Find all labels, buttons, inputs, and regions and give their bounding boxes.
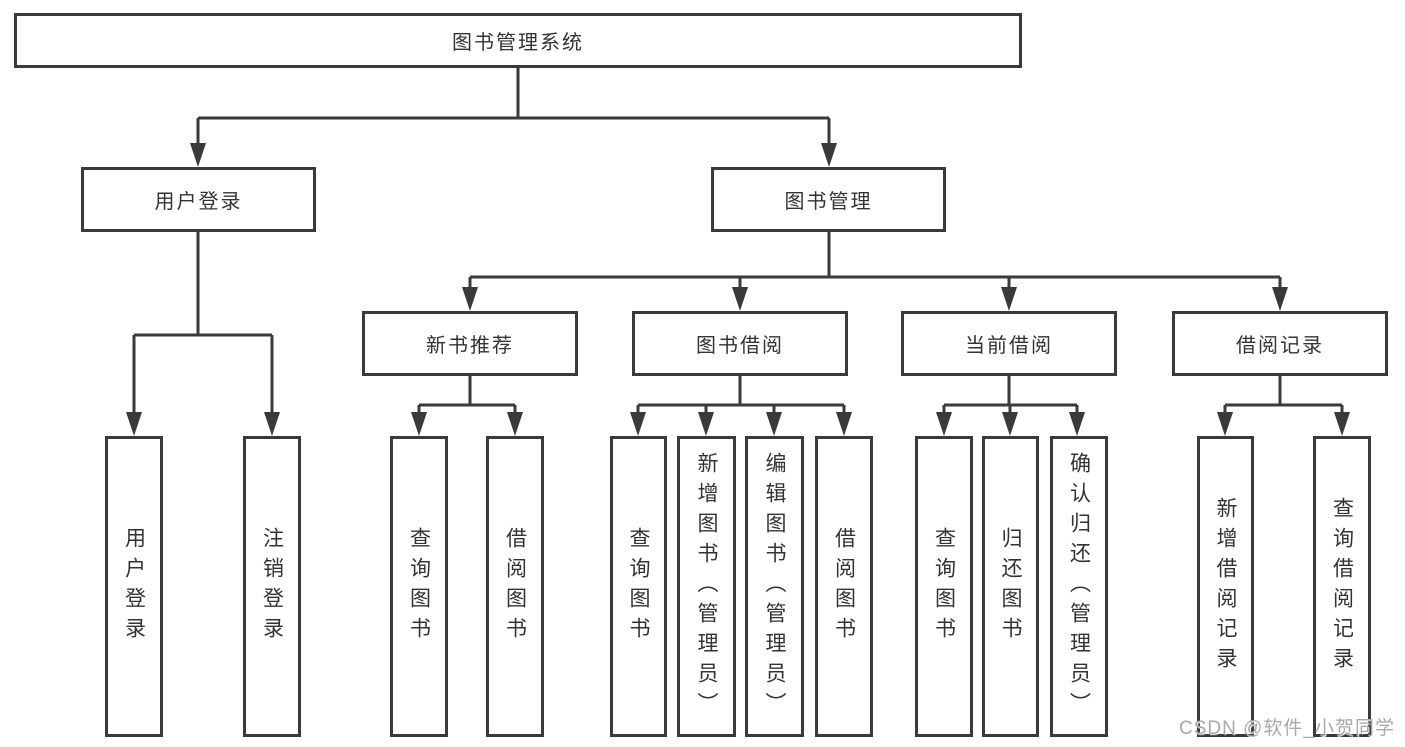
- leaf-query-book-current: 查询图书: [915, 436, 973, 737]
- leaf-add-borrow-record: 新增借阅记录: [1197, 436, 1254, 737]
- leaf-logout: 注销登录: [243, 436, 301, 737]
- leaf-borrow-book: 借阅图书: [815, 436, 873, 737]
- leaf-label: 编辑图书（管理员）: [763, 451, 787, 722]
- leaf-label: 查询借阅记录: [1330, 496, 1354, 677]
- leaf-return-book: 归还图书: [982, 436, 1039, 737]
- leaf-label: 用户登录: [122, 526, 146, 647]
- leaf-label: 注销登录: [260, 526, 284, 647]
- leaf-confirm-return-admin: 确认归还（管理员）: [1050, 436, 1108, 737]
- leaf-label: 借阅图书: [832, 526, 856, 647]
- leaf-label: 查询图书: [627, 526, 651, 647]
- leaf-label: 确认归还（管理员）: [1067, 451, 1091, 722]
- node-book-borrow: 图书借阅: [632, 311, 848, 376]
- leaf-label: 查询图书: [932, 526, 956, 647]
- leaf-edit-book-admin: 编辑图书（管理员）: [745, 436, 804, 737]
- leaf-label: 新增借阅记录: [1214, 496, 1238, 677]
- csdn-watermark: CSDN @软件_小贺同学: [1179, 718, 1395, 739]
- leaf-query-book-borrow: 查询图书: [610, 436, 667, 737]
- leaf-label: 借阅图书: [503, 526, 527, 647]
- leaf-label: 新增图书（管理员）: [695, 451, 719, 722]
- leaf-query-book-recommend: 查询图书: [390, 436, 448, 737]
- node-user-login: 用户登录: [81, 167, 316, 232]
- leaf-user-login: 用户登录: [105, 436, 163, 737]
- node-current-borrow: 当前借阅: [901, 311, 1117, 376]
- leaf-label: 归还图书: [999, 526, 1023, 647]
- leaf-query-borrow-record: 查询借阅记录: [1313, 436, 1371, 737]
- node-borrow-record: 借阅记录: [1172, 311, 1388, 376]
- leaf-borrow-book-recommend: 借阅图书: [486, 436, 544, 737]
- node-new-book-recommend: 新书推荐: [362, 311, 578, 376]
- node-book-management: 图书管理: [711, 167, 946, 232]
- leaf-add-book-admin: 新增图书（管理员）: [677, 436, 736, 737]
- node-root-system: 图书管理系统: [14, 13, 1022, 68]
- leaf-label: 查询图书: [407, 526, 431, 647]
